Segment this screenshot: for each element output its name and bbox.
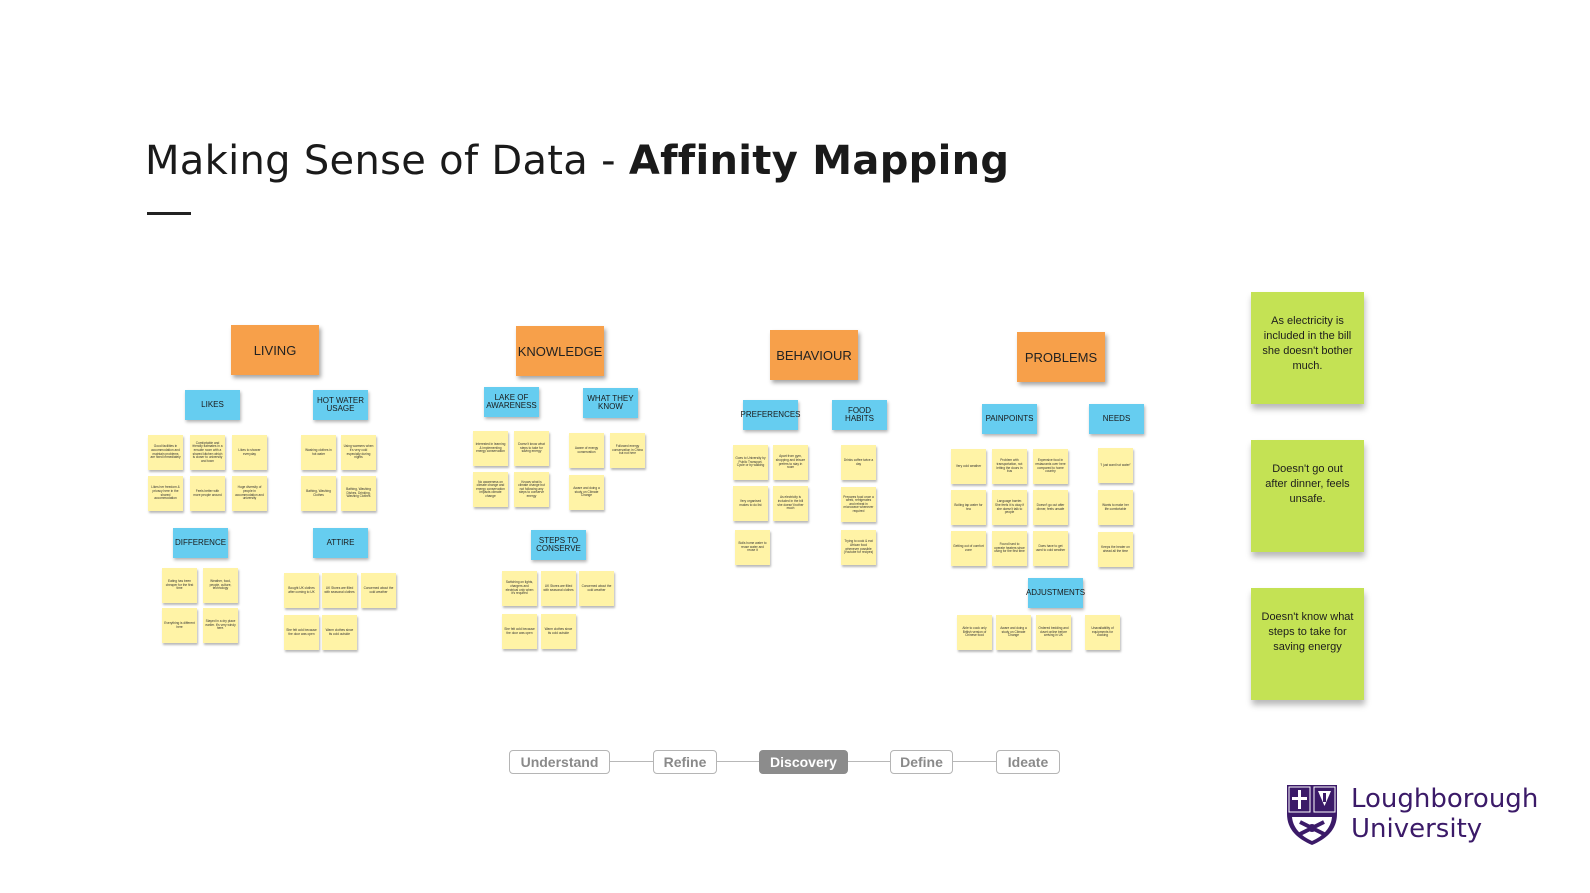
sticky-note: She felt cold because the door was open bbox=[284, 615, 319, 650]
sticky-note: Language barrier. She feels it is okay i… bbox=[992, 490, 1027, 525]
sticky-note: Wants to make her life comfortable bbox=[1098, 490, 1133, 525]
subgroup-adjustments: ADJUSTMENTS bbox=[1026, 578, 1085, 608]
sticky-note: Everything is different here bbox=[162, 608, 197, 643]
title-light: Making Sense of Data - bbox=[145, 138, 629, 184]
sticky-note: Bathing, Washing Dishes, Drinking, Washi… bbox=[341, 476, 376, 511]
subgroup-lake-of-awareness: LAKE OF AWARENESS bbox=[484, 387, 539, 417]
category-behaviour: BEHAVIOUR bbox=[770, 330, 858, 380]
logo-line-2: University bbox=[1351, 814, 1483, 844]
sticky-note: Aware and doing a study on Climate Chang… bbox=[569, 475, 604, 510]
sticky-note: Aware and doing a study on Climate Chang… bbox=[996, 615, 1031, 650]
sticky-note: Washing clothes in hot water bbox=[301, 435, 336, 470]
sticky-note: Does have to get used to cold weather bbox=[1033, 531, 1068, 566]
sticky-note: Apart from gym, shopping and leisure pre… bbox=[773, 445, 808, 480]
stage-connector bbox=[610, 761, 653, 762]
sticky-note: Ordered bedding and duvet online before … bbox=[1036, 615, 1071, 650]
stage-connector bbox=[953, 761, 996, 762]
stage-connector bbox=[717, 761, 759, 762]
sticky-note: Likes her freedom & privacy here in the … bbox=[148, 476, 183, 511]
sticky-note: Using warmers when it's very cold especi… bbox=[341, 435, 376, 470]
category-living: LIVING bbox=[231, 325, 319, 375]
sticky-note: Keeps the heater on ahead all the time bbox=[1098, 532, 1133, 567]
sticky-note: Concerned about the cold weather bbox=[361, 573, 396, 608]
sticky-note: UK Stores are filled with seasonal cloth… bbox=[541, 571, 576, 606]
sticky-note: Bought UK clothes after coming to UK bbox=[284, 573, 319, 608]
stage-understand[interactable]: Understand bbox=[509, 750, 610, 774]
sticky-note: Boiling tap water for tea bbox=[951, 490, 986, 525]
category-problems: PROBLEMS bbox=[1017, 332, 1105, 382]
sticky-note: Found hard to operate heaters since usin… bbox=[992, 531, 1027, 566]
sticky-note: She felt cold because the door was open bbox=[502, 614, 537, 649]
sticky-note: Warm clothes since its cold outside bbox=[322, 615, 357, 650]
stage-discovery[interactable]: Discovery bbox=[759, 750, 848, 774]
sticky-note: Huge diversity of people in accommodatio… bbox=[232, 476, 267, 511]
subgroup-food-habits: FOOD HABITS bbox=[832, 400, 887, 430]
title-bold: Affinity Mapping bbox=[628, 138, 1010, 184]
stage-refine[interactable]: Refine bbox=[653, 750, 717, 774]
insight-note: Doesn't go out after dinner, feels unsaf… bbox=[1251, 440, 1364, 552]
university-logo-text: Loughborough University bbox=[1351, 784, 1538, 844]
subgroup-steps-to-conserve: STEPS TO CONSERVE bbox=[531, 530, 586, 560]
sticky-note: Stayed in a dry place earlier. It's very… bbox=[203, 608, 238, 643]
sticky-note: Trying to cook & eat African food whenev… bbox=[841, 530, 876, 565]
sticky-note: Able to cook only British version of Chi… bbox=[957, 615, 992, 650]
sticky-note: Doesn't know what steps to take for savi… bbox=[514, 431, 549, 466]
insight-note: Doesn't know what steps to take for savi… bbox=[1251, 588, 1364, 700]
sticky-note: No awareness on climate change and energ… bbox=[473, 472, 508, 507]
subgroup-likes: LIKES bbox=[185, 390, 240, 420]
sticky-note: UK Stores are filled with seasonal cloth… bbox=[322, 573, 357, 608]
sticky-note: Warm clothes since its cold outside bbox=[541, 614, 576, 649]
insight-note: As electricity is included in the bill s… bbox=[1251, 292, 1364, 404]
sticky-note: Comfortable and friendly flatmates in a … bbox=[190, 435, 225, 470]
subgroup-what-they-know: WHAT THEY KNOW bbox=[583, 388, 638, 418]
title-underline bbox=[147, 212, 191, 215]
sticky-note: Feels better with more people around bbox=[190, 476, 225, 511]
sticky-note: Prepares food once a week, refrigerates … bbox=[841, 487, 876, 522]
sticky-note: Aware of energy conservation bbox=[569, 433, 604, 468]
stage-connector bbox=[848, 761, 890, 762]
stage-define[interactable]: Define bbox=[890, 750, 953, 774]
sticky-note: Drinks coffee twice a day bbox=[841, 445, 876, 480]
subgroup-preferences: PREFERENCES bbox=[741, 400, 801, 430]
logo-line-1: Loughborough bbox=[1351, 784, 1539, 814]
subgroup-attire: ATTIRE bbox=[313, 528, 368, 558]
sticky-note: Bathing, Washing Clothes bbox=[301, 476, 336, 511]
sticky-note: Switching on lights, chargers and electr… bbox=[502, 571, 537, 606]
sticky-note: Goes to University by Public Transport, … bbox=[733, 445, 768, 480]
sticky-note: Expensive food in restaurants over here … bbox=[1033, 449, 1068, 484]
sticky-note: Concerned about the cold weather bbox=[579, 571, 614, 606]
sticky-note: Unavailability of equipments for cooking bbox=[1085, 615, 1120, 650]
sticky-note: "I just want hot water" bbox=[1098, 448, 1133, 483]
sticky-note: Doesn't go out after dinner, feels unsaf… bbox=[1033, 490, 1068, 525]
sticky-note: Knows what is climate change but not fol… bbox=[514, 472, 549, 507]
sticky-note: Good facilities in accommodation and mai… bbox=[148, 435, 183, 470]
subgroup-hot-water-usage: HOT WATER USAGE bbox=[313, 390, 368, 420]
sticky-note: Likes to shower everyday bbox=[232, 435, 267, 470]
page-title: Making Sense of Data - Affinity Mapping bbox=[145, 138, 1009, 184]
sticky-note: Followed energy conservation in China bu… bbox=[610, 433, 645, 468]
stage-ideate[interactable]: Ideate bbox=[996, 750, 1060, 774]
sticky-note: Getting out of comfort zone bbox=[951, 531, 986, 566]
subgroup-painpoints: PAINPOINTS bbox=[982, 404, 1037, 434]
sticky-note: As electricity is included in the bill s… bbox=[773, 486, 808, 521]
sticky-note: Very cold weather bbox=[951, 449, 986, 484]
sticky-note: Interested in learning & implementing en… bbox=[473, 431, 508, 466]
sticky-note: Eating has been cheaper for the first ti… bbox=[162, 568, 197, 603]
sticky-note: Very organised makes to do list bbox=[733, 486, 768, 521]
sticky-note: Problem with transportation, not letting… bbox=[992, 449, 1027, 484]
sticky-note: Boils home water to reuse water and reus… bbox=[735, 530, 770, 565]
university-crest-icon bbox=[1287, 785, 1337, 845]
category-knowledge: KNOWLEDGE bbox=[516, 326, 604, 376]
sticky-note: Weather, food, people, culture, technolo… bbox=[203, 568, 238, 603]
subgroup-difference: DIFFERENCE bbox=[173, 528, 228, 558]
subgroup-needs: NEEDS bbox=[1089, 404, 1144, 434]
